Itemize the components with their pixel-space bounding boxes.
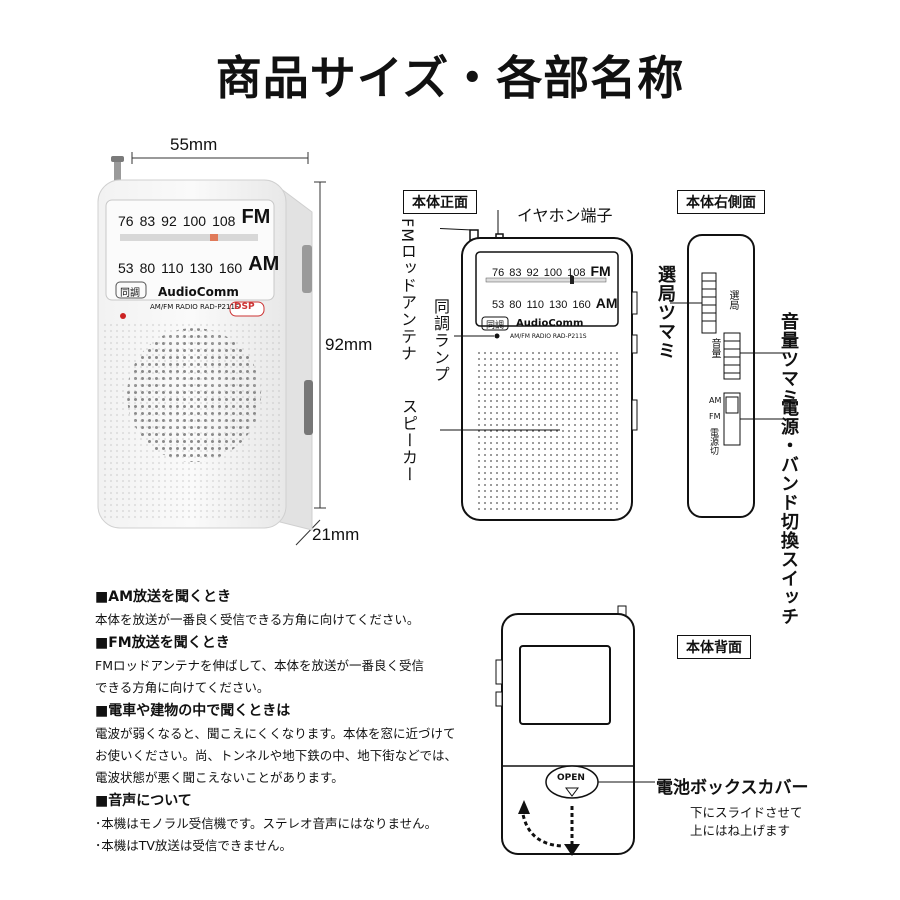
back-label-window — [519, 645, 611, 725]
front-dial-scale: 76 83 92 100 108 FM 53 80 110 130 160 AM — [492, 263, 632, 311]
am-freq: 80 — [509, 299, 522, 311]
front-model: AM/FM RADIO RAD-P211S — [510, 333, 587, 340]
am-freq: 53 — [492, 299, 505, 311]
back-view-diagram — [495, 605, 655, 856]
side-mark-power-off: 電源切 — [708, 428, 718, 455]
brand-logo: AudioComm — [158, 285, 239, 299]
side-mark-am: AM — [709, 396, 722, 405]
open-button-label: OPEN — [557, 773, 585, 783]
front-tune-button: 同調 — [486, 321, 505, 331]
side-mark-tuning: 選局 — [727, 290, 738, 310]
height-dimension: 92mm — [325, 335, 373, 354]
tune-button-label: 同調 — [120, 288, 140, 299]
fm-freq: 76 — [118, 213, 134, 229]
fm-freq: 108 — [212, 213, 236, 229]
section-am: ■AM放送を聞くとき 本体を放送が一番良く受信できる方角に向けてください。 — [95, 585, 515, 631]
fm-freq: 83 — [509, 267, 522, 279]
back-view-label: 本体背面 — [677, 635, 751, 659]
am-band-label: AM — [595, 295, 618, 311]
fm-freq: 92 — [526, 267, 539, 279]
flip-up-arrow — [520, 807, 563, 848]
section-line: ･本機はTV放送は受信できません。 — [95, 838, 293, 853]
battery-cover-note-1: 下にスライドさせて — [690, 805, 803, 820]
section-line: FMロッドアンテナを伸ばして、本体を放送が一番良く受信 — [95, 658, 424, 673]
product-photo — [97, 152, 326, 546]
fm-band-label: FM — [241, 206, 271, 228]
fm-freq: 108 — [567, 267, 586, 279]
am-freq: 80 — [139, 260, 156, 276]
volume-knob-label: 音量ツマミ — [778, 312, 799, 407]
section-audio: ■音声について ･本機はモノラル受信機です。ステレオ音声にはなりません。 ･本機… — [95, 789, 515, 857]
dsp-badge: DSP — [234, 302, 255, 312]
section-heading: ■電車や建物の中で聞くときは — [95, 703, 291, 719]
section-line: 本体を放送が一番良く受信できる方角に向けてください。 — [95, 612, 420, 627]
speaker-label: スピーカー — [399, 398, 418, 483]
am-freq: 53 — [118, 260, 134, 276]
fm-band-label: FM — [590, 263, 611, 279]
am-freq: 110 — [526, 299, 545, 311]
section-indoor: ■電車や建物の中で聞くときは 電波が弱くなると、聞こえにくくなります。本体を窓に… — [95, 699, 515, 789]
fm-freq: 100 — [543, 267, 563, 279]
side-mark-volume: 音量 — [709, 338, 720, 358]
side-mark-fm: FM — [709, 412, 721, 421]
section-fm: ■FM放送を聞くとき FMロッドアンテナを伸ばして、本体を放送が一番良く受信 で… — [95, 631, 515, 699]
battery-cover-note-2: 上にはね上げます — [690, 823, 791, 838]
am-freq: 110 — [161, 260, 184, 276]
section-heading: ■AM放送を聞くとき — [95, 589, 231, 605]
fm-freq: 83 — [139, 213, 156, 229]
front-view-diagram — [440, 210, 638, 521]
dial-scale: 76 83 92 100 108 FM 53 80 110 130 160 AM — [118, 206, 288, 276]
front-view-label: 本体正面 — [403, 190, 477, 214]
am-freq: 130 — [549, 299, 568, 311]
battery-cover-label: 電池ボックスカバー — [656, 778, 809, 798]
am-freq: 130 — [189, 260, 213, 276]
tuning-lamp-label: 同調ランプ — [431, 298, 450, 383]
section-line: ･本機はモノラル受信機です。ステレオ音声にはなりません。 — [95, 816, 438, 831]
section-line: できる方角に向けてください。 — [95, 680, 270, 695]
right-view-diagram — [670, 234, 788, 518]
instructions: ■AM放送を聞くとき 本体を放送が一番良く受信できる方角に向けてください。 ■F… — [95, 585, 515, 857]
fm-freq: 100 — [182, 213, 207, 229]
am-freq: 160 — [218, 260, 243, 276]
fm-freq: 92 — [161, 213, 177, 229]
section-line: 電波状態が悪く聞こえないことがあります。 — [95, 770, 344, 785]
section-heading: ■FM放送を聞くとき — [95, 635, 230, 651]
page-title: 商品サイズ・各部名称 — [215, 51, 685, 105]
section-line: お使いください。尚、トンネルや地下鉄の中、地下街などでは、 — [95, 748, 458, 763]
section-heading: ■音声について — [95, 793, 192, 809]
antenna-tip — [114, 160, 121, 182]
fm-freq: 76 — [492, 267, 505, 279]
width-dimension: 55mm — [170, 135, 218, 154]
section-line: 電波が弱くなると、聞こえにくくなります。本体を窓に近づけて — [95, 726, 456, 741]
model-name: AM/FM RADIO RAD-P211S — [150, 303, 240, 311]
am-freq: 160 — [572, 299, 591, 311]
right-view-label: 本体右側面 — [677, 190, 765, 214]
side-body — [687, 234, 755, 518]
am-band-label: AM — [248, 253, 280, 275]
tuning-knob-label: 選局ツマミ — [655, 265, 676, 360]
earphone-jack-label: イヤホン端子 — [517, 206, 613, 225]
fm-antenna-label: FMロッドアンテナ — [398, 218, 417, 363]
front-brand: AudioComm — [516, 318, 584, 329]
depth-dimension: 21mm — [312, 525, 360, 544]
tuning-lamp-led — [120, 313, 126, 319]
power-band-switch-label: 電源・バンド切換スイッチ — [778, 398, 799, 626]
